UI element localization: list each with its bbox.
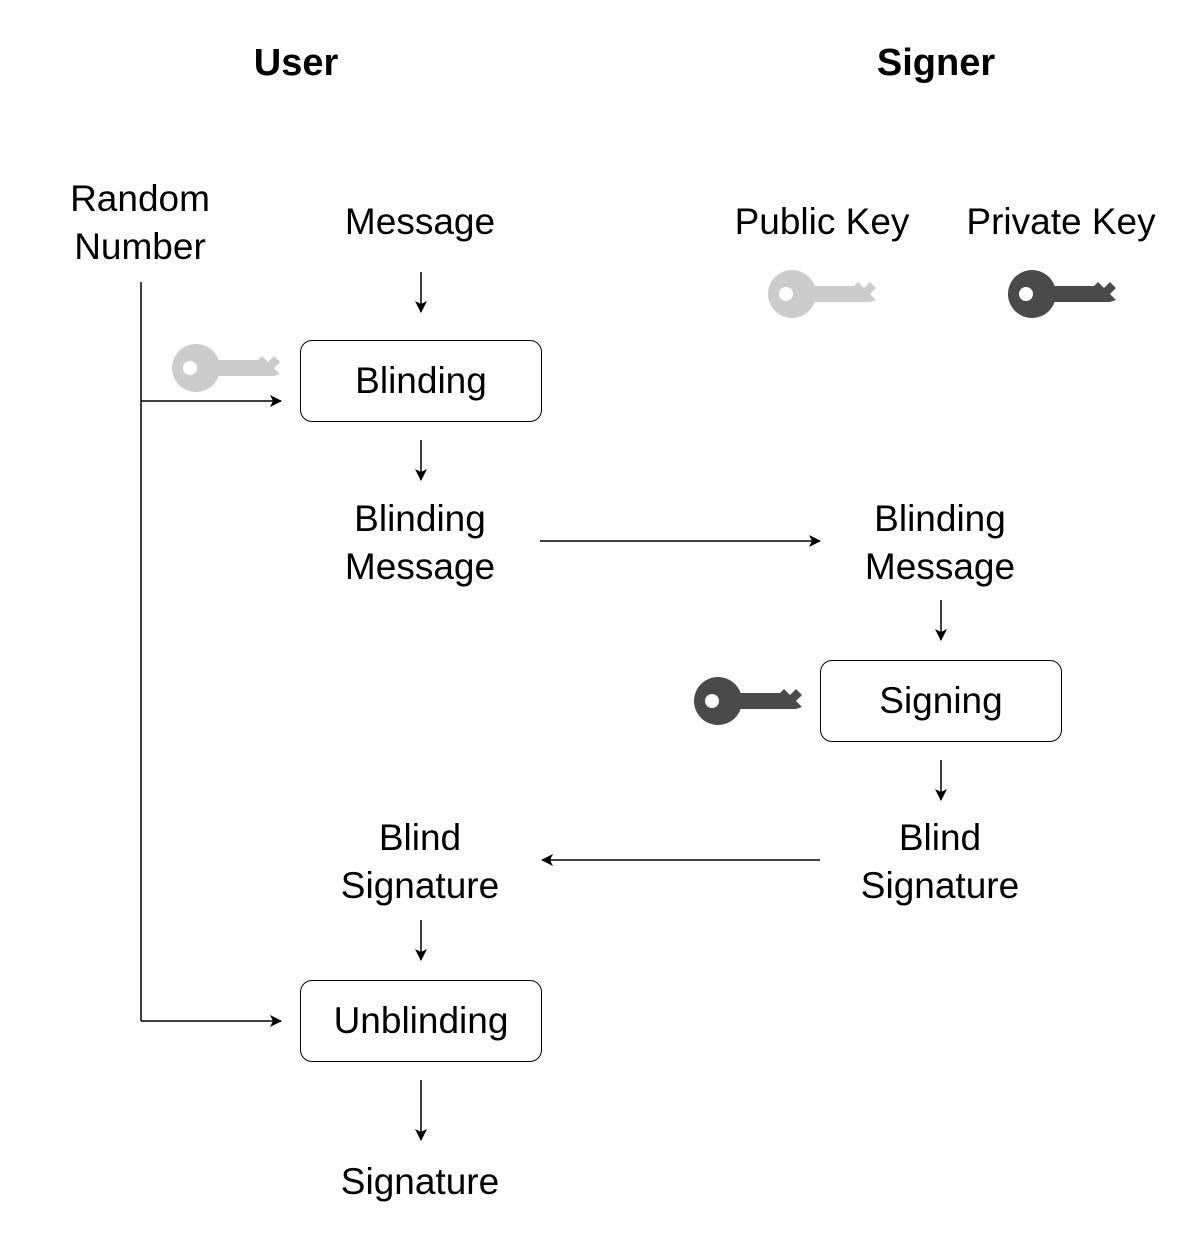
public-key-legend-icon [768, 270, 876, 318]
signer-blind-signature-label: Blind Signature [820, 814, 1060, 910]
user-blind-signature-label: Blind Signature [300, 814, 540, 910]
user-heading: User [253, 42, 339, 84]
unblinding-box-label: Unblinding [333, 1000, 509, 1041]
blinding-key-icon [172, 344, 280, 392]
signer-blinding-message-line1: Blinding [874, 498, 1006, 539]
blinding-box: Blinding [300, 340, 542, 422]
signer-blinding-message-label: Blinding Message [820, 495, 1060, 591]
unblinding-box: Unblinding [300, 980, 542, 1062]
user-blinding-message-label: Blinding Message [300, 495, 540, 591]
private-key-label: Private Key [966, 201, 1156, 242]
signing-box: Signing [820, 660, 1062, 742]
private-key-legend-icon [1008, 270, 1116, 318]
random-number-label: Random Number [40, 175, 240, 271]
signing-box-label: Signing [879, 680, 1003, 721]
user-blind-signature-line2: Signature [340, 865, 500, 906]
public-key-label: Public Key [734, 201, 910, 242]
signer-blind-signature-line1: Blind [898, 817, 982, 858]
user-blind-signature-line1: Blind [378, 817, 462, 858]
message-label: Message [344, 201, 496, 242]
user-blinding-message-line1: Blinding [354, 498, 486, 539]
random-number-line1: Random [70, 178, 210, 219]
random-number-line2: Number [74, 226, 206, 267]
user-blinding-message-line2: Message [344, 546, 496, 587]
signer-heading: Signer [876, 42, 996, 84]
signer-blind-signature-line2: Signature [860, 865, 1020, 906]
signing-key-icon [694, 677, 802, 725]
signer-blinding-message-line2: Message [864, 546, 1016, 587]
blinding-box-label: Blinding [355, 360, 487, 401]
signature-label: Signature [340, 1161, 500, 1202]
